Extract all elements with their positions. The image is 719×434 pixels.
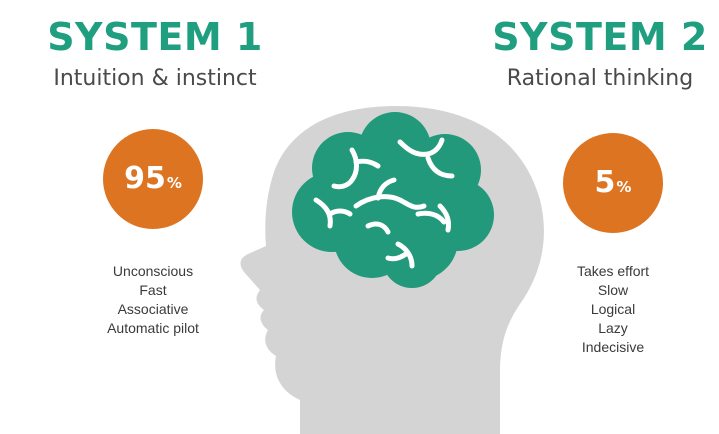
system1-percent-value: 95 xyxy=(124,161,166,196)
brain-icon xyxy=(292,112,494,288)
system2-title: SYSTEM 2 xyxy=(492,15,708,59)
system2-attribute: Logical xyxy=(590,301,636,317)
system1-attribute-list: Unconscious Fast Associative Automatic p… xyxy=(78,262,228,338)
system2-attribute: Indecisive xyxy=(581,339,645,355)
system2-attribute: Takes effort xyxy=(576,263,650,279)
system2-subtitle: Rational thinking xyxy=(506,66,694,91)
system1-attribute: Fast xyxy=(139,282,167,298)
system2-percent-unit: % xyxy=(616,177,632,196)
system1-attribute: Automatic pilot xyxy=(107,320,199,336)
system1-percent-badge: 95% xyxy=(103,129,203,229)
system1-title: SYSTEM 1 xyxy=(47,15,263,59)
system1-attribute: Unconscious xyxy=(112,263,194,279)
system1-subtitle: Intuition & instinct xyxy=(53,66,257,91)
system2-percent-badge: 5% xyxy=(563,133,663,233)
system2-percent-value: 5 xyxy=(594,165,616,200)
system1-percent-unit: % xyxy=(166,173,182,192)
system2-attribute: Slow xyxy=(597,282,629,298)
system1-attribute: Associative xyxy=(117,301,189,317)
system2-attribute: Lazy xyxy=(598,320,628,336)
system2-attribute-list: Takes effort Slow Logical Lazy Indecisiv… xyxy=(538,262,688,357)
